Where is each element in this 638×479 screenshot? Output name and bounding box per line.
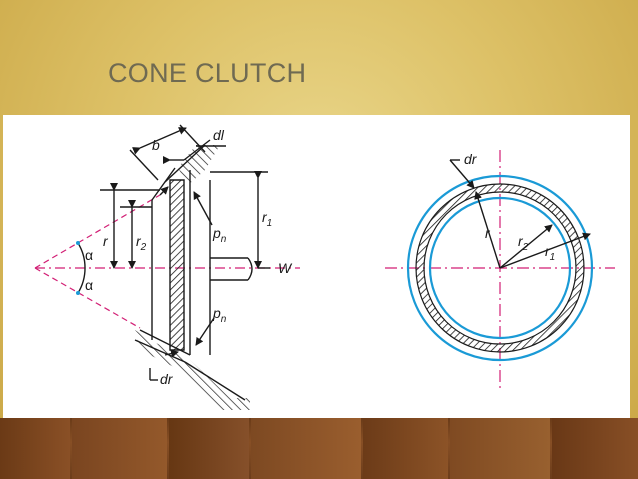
- hatched-annulus: [416, 184, 584, 352]
- label-alpha-bottom: α: [85, 277, 93, 293]
- label-r2-front: r2: [518, 233, 529, 253]
- cone-line-bottom: [34, 267, 141, 329]
- outer-cup-bottom: [135, 330, 250, 410]
- label-alpha-top: α: [85, 247, 93, 263]
- label-w: W: [278, 260, 293, 276]
- diagram-panel: [3, 115, 630, 418]
- label-r2: r2: [136, 233, 147, 253]
- front-view-labels: dr r r2 r1: [464, 151, 555, 263]
- alpha-arc: [77, 242, 86, 294]
- label-r-front: r: [485, 225, 491, 241]
- outer-cup-top: [178, 145, 220, 185]
- friction-lining: [169, 179, 185, 351]
- front-view: [385, 150, 615, 390]
- side-view-labels: b dl r r2 r1 pn pn W α α dr: [85, 127, 293, 387]
- radius-r1: [499, 232, 591, 269]
- label-pn-bottom: pn: [212, 305, 227, 325]
- side-view: [34, 124, 300, 410]
- radius-r2: [499, 224, 553, 269]
- label-pn-top: pn: [212, 225, 227, 245]
- label-dr-side: dr: [160, 371, 174, 387]
- label-r1-front: r1: [545, 243, 555, 263]
- label-b: b: [152, 137, 160, 153]
- wooden-floor: [0, 418, 638, 479]
- radius-r: [474, 191, 501, 269]
- slide-title: CONE CLUTCH: [108, 58, 307, 88]
- label-r1: r1: [262, 209, 272, 229]
- label-dl: dl: [213, 127, 225, 143]
- outer-ring: [406, 174, 594, 362]
- inner-ring: [428, 196, 572, 340]
- label-dr-front: dr: [464, 151, 478, 167]
- label-r: r: [103, 233, 109, 249]
